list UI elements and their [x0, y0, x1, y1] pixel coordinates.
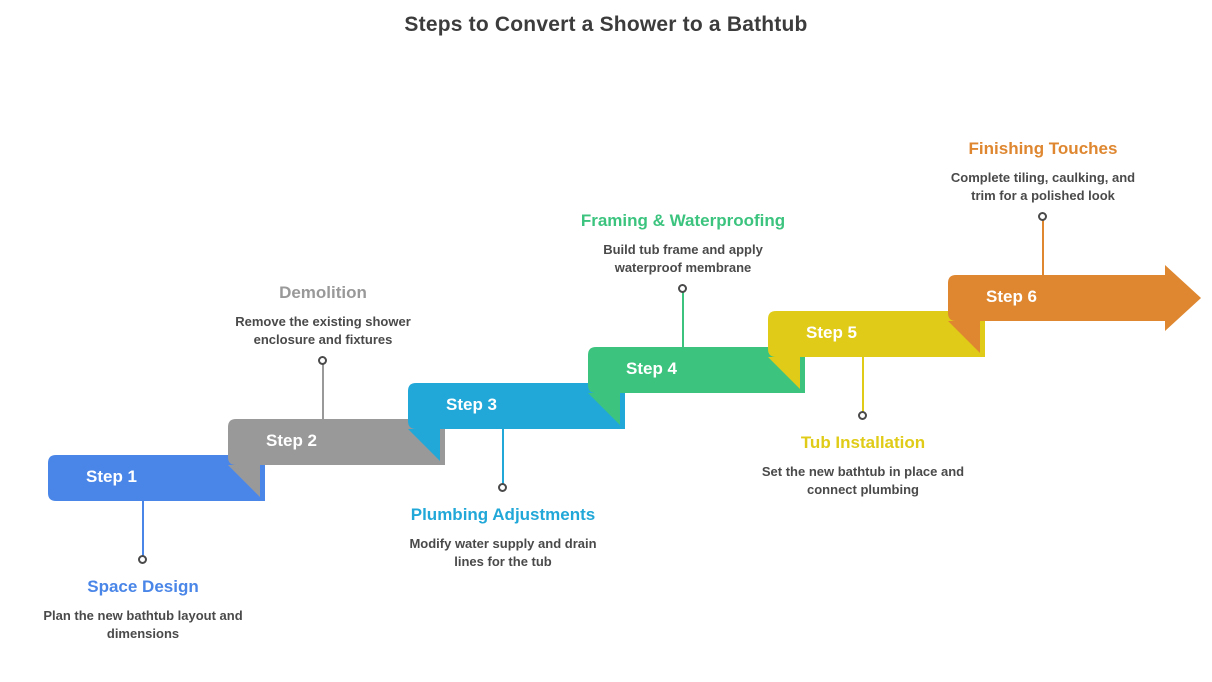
step-connector-dot — [678, 284, 687, 293]
step-connector-line — [502, 429, 504, 487]
step-band[interactable] — [768, 311, 985, 357]
step-band-shape[interactable] — [228, 419, 449, 501]
step-band[interactable] — [228, 419, 445, 465]
step-band-shape[interactable] — [768, 311, 989, 393]
step-band[interactable] — [408, 383, 625, 429]
page-title: Steps to Convert a Shower to a Bathtub — [404, 13, 808, 36]
step-callout-title: Demolition — [279, 282, 367, 302]
step-band[interactable] — [48, 455, 265, 501]
step-fold-tab — [408, 429, 440, 461]
step-fold-tab — [228, 465, 260, 497]
step-connector-line — [322, 361, 324, 419]
step-connector-dot — [318, 356, 327, 365]
step-callout-title: Space Design — [87, 577, 199, 596]
step-fold-tab — [588, 393, 620, 425]
step-callout-description: Build tub frame and apply waterproof mem… — [603, 242, 763, 276]
step-band[interactable] — [588, 347, 805, 393]
step-callout-description: Set the new bathtub in place and connect… — [761, 464, 965, 498]
step-connector-dot — [138, 555, 147, 564]
step-callout-title: Finishing Touches — [968, 138, 1118, 158]
step-callout-title: Framing & Waterproofing — [580, 210, 786, 230]
step-band[interactable] — [948, 265, 1201, 331]
step-band-shape[interactable] — [408, 383, 629, 465]
step-connector-line — [682, 289, 684, 347]
step-connector-line — [142, 501, 144, 559]
step-callout-description: Remove the existing shower enclosure and… — [235, 314, 411, 348]
step-connector-line — [862, 357, 864, 415]
step-fold-tab — [948, 321, 980, 353]
step-callout-title: Plumbing Adjustments — [410, 505, 596, 524]
step-connector-dot — [1038, 212, 1047, 221]
step-connector-line — [1042, 217, 1044, 275]
step-band-shape[interactable] — [948, 265, 1205, 357]
step-fold-tab — [768, 357, 800, 389]
step-band-shape[interactable] — [48, 455, 269, 537]
step-callout-description: Complete tiling, caulking, and trim for … — [950, 170, 1136, 204]
step-callout-title: Tub Installation — [800, 433, 926, 452]
step-connector-dot — [498, 483, 507, 492]
step-callout-description: Plan the new bathtub layout and dimensio… — [43, 608, 243, 642]
step-connector-dot — [858, 411, 867, 420]
step-band-shape[interactable] — [588, 347, 809, 429]
step-callout-description: Modify water supply and drain lines for … — [409, 536, 597, 570]
